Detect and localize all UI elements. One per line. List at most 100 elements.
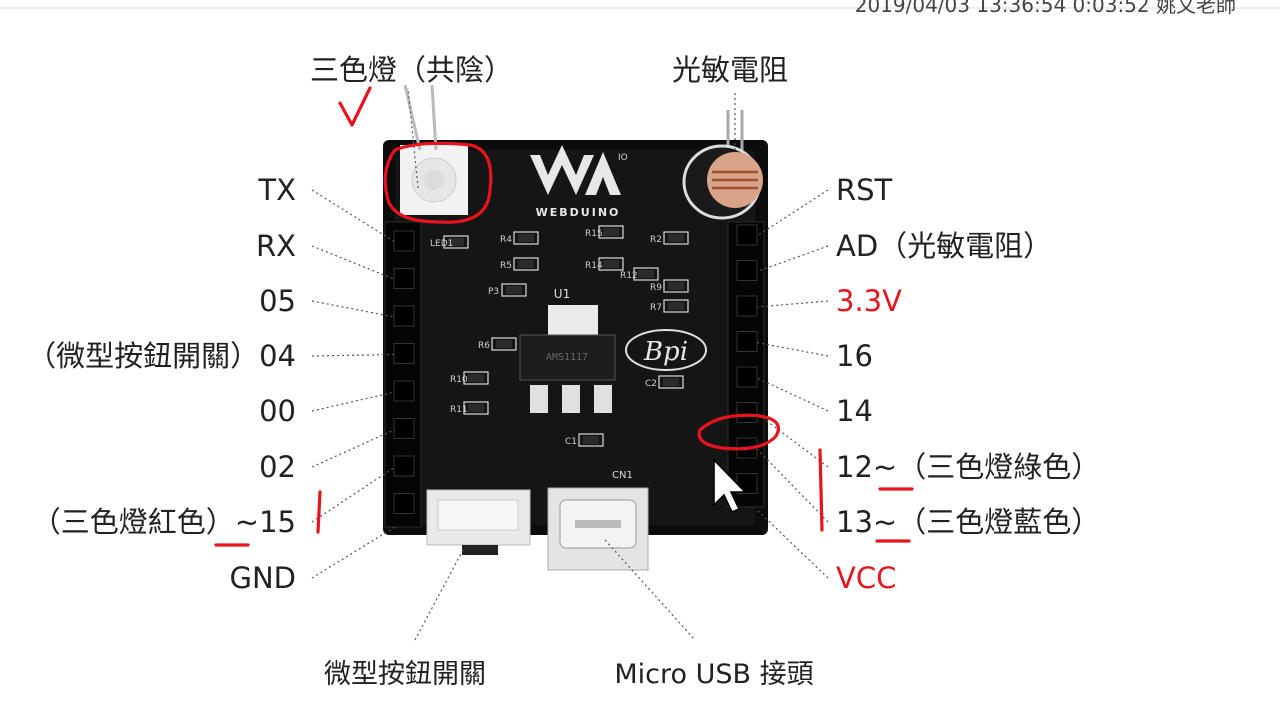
- left-pin-hole: [393, 380, 415, 402]
- smd-part: C2: [645, 375, 684, 389]
- left-pin-label: 05: [259, 284, 296, 318]
- right-pin-hole: [736, 331, 758, 352]
- micro-usb-label: Micro USB 接頭: [614, 659, 813, 690]
- smd-part: R12: [620, 267, 659, 281]
- silkscreen-label: C2: [645, 379, 657, 389]
- rgb-led-label: 三色燈（共陰）: [310, 53, 513, 87]
- annotations: [214, 86, 914, 547]
- left-pin-hole: [393, 268, 415, 289]
- right-leader-line: [756, 448, 829, 523]
- right-pin-label: AD（光敏電阻）: [836, 229, 1052, 263]
- smd-part: R15: [585, 225, 624, 239]
- right-pin-labels: RSTAD（光敏電阻）3.3V161412~（三色燈綠色）13~（三色燈藍色）V…: [836, 173, 1100, 595]
- right-pin-label: 16: [836, 339, 873, 373]
- webduino-logo: IO WEBDUINO: [530, 145, 628, 219]
- left-pin-hole: [393, 343, 415, 364]
- silkscreen-label: R14: [585, 261, 603, 271]
- bpi-badge: Bpi: [625, 329, 707, 371]
- brand-text: WEBDUINO: [536, 206, 621, 219]
- right-pin-label: 14: [836, 394, 873, 428]
- right-pin-hole: [736, 224, 758, 246]
- left-pin-label: 02: [259, 450, 296, 484]
- left-leader-line: [311, 526, 396, 579]
- right-leader-line: [756, 377, 829, 412]
- left-leader-line: [311, 189, 396, 243]
- smd-part: R2: [650, 231, 689, 245]
- right-pin-label: 13~（三色燈藍色）: [836, 505, 1100, 539]
- silkscreen-label: P3: [488, 287, 499, 297]
- checkmark-annotation: [338, 86, 372, 127]
- leader-lines: [311, 189, 829, 579]
- silkscreen-label: LED1: [430, 239, 453, 249]
- silkscreen-label: R10: [450, 375, 468, 385]
- chip-label: U1: [554, 287, 570, 301]
- micro-switch-label: 微型按鈕開關: [324, 659, 486, 690]
- mouse-cursor-icon: [713, 458, 747, 514]
- logo-superscript: IO: [618, 153, 628, 163]
- led-circle-annotation: [383, 141, 493, 224]
- left-pin-hole: [393, 305, 415, 327]
- connector-label: CN1: [612, 470, 633, 481]
- webduino-board: IO WEBDUINO AMS1117 U1: [383, 84, 768, 571]
- left-pin-label: GND: [230, 561, 297, 595]
- left-bracket-annotation: [316, 490, 322, 534]
- left-pin-hole: [393, 230, 415, 252]
- right-pin-label: 12~（三色燈綠色）: [836, 450, 1100, 484]
- left-leader-line: [311, 466, 396, 523]
- pin12-circle-annotation: [697, 413, 780, 451]
- smd-part: R7: [650, 299, 689, 313]
- regulator-chip: AMS1117 U1: [519, 287, 616, 413]
- smd-part: P3: [488, 283, 527, 297]
- right-pin-hole: [736, 260, 758, 281]
- smd-part: R4: [500, 231, 539, 245]
- right-pin-label: 3.3V: [836, 284, 902, 318]
- left-leader-line: [311, 353, 396, 357]
- left-pin-label: （三色燈紅色）~15: [32, 505, 296, 539]
- chip-marking: AMS1117: [546, 352, 588, 363]
- right-pin-label: VCC: [836, 561, 896, 595]
- right-leader-line: [756, 300, 829, 308]
- right-leader-line: [756, 509, 829, 579]
- photoresistor: [682, 110, 763, 220]
- smd-part: R10: [450, 371, 489, 385]
- smd-part: R5: [500, 257, 539, 271]
- bpi-text: Bpi: [643, 337, 688, 367]
- right-pin-hole: [736, 366, 758, 388]
- smd-part: R9: [650, 279, 689, 293]
- silkscreen-label: R11: [450, 405, 468, 415]
- micro-usb-connector: CN1: [547, 470, 649, 571]
- left-pin-label: 00: [259, 394, 296, 428]
- photoresistor-label: 光敏電阻: [672, 53, 788, 87]
- left-leader-line: [311, 300, 396, 318]
- left-pin-hole: [393, 455, 415, 477]
- right-leader-line: [756, 341, 829, 357]
- smd-part: C1: [565, 433, 604, 447]
- silkscreen-label: R9: [650, 283, 662, 293]
- right-bracket-annotation: [818, 448, 824, 532]
- left-leader-line: [311, 245, 396, 281]
- left-pin-hole: [393, 418, 415, 439]
- left-pin-label: RX: [256, 229, 296, 263]
- left-pin-label: TX: [257, 173, 296, 207]
- silkscreen-label: R15: [585, 229, 603, 239]
- right-leader-line: [756, 189, 829, 237]
- timestamp: 2019/04/03 13:36:54 0:03:52 姚文老師: [855, 0, 1236, 17]
- rgb-led: [400, 145, 468, 215]
- smd-part: LED1: [430, 235, 469, 249]
- smd-part: R14: [585, 257, 624, 271]
- right-pin-hole: [736, 295, 758, 317]
- smd-part: R11: [450, 401, 489, 415]
- silkscreen-label: R7: [650, 303, 662, 313]
- left-pin-label: （微型按鈕開關）04: [27, 339, 296, 373]
- silkscreen-label: R12: [620, 271, 638, 281]
- left-leader-line: [311, 391, 396, 412]
- silkscreen-label: R6: [478, 341, 490, 351]
- silkscreen-label: R5: [500, 261, 512, 271]
- left-leader-line: [311, 428, 396, 468]
- silkscreen-label: C1: [565, 437, 577, 447]
- silkscreen-label: R4: [500, 235, 512, 245]
- silkscreen-label: R2: [650, 235, 662, 245]
